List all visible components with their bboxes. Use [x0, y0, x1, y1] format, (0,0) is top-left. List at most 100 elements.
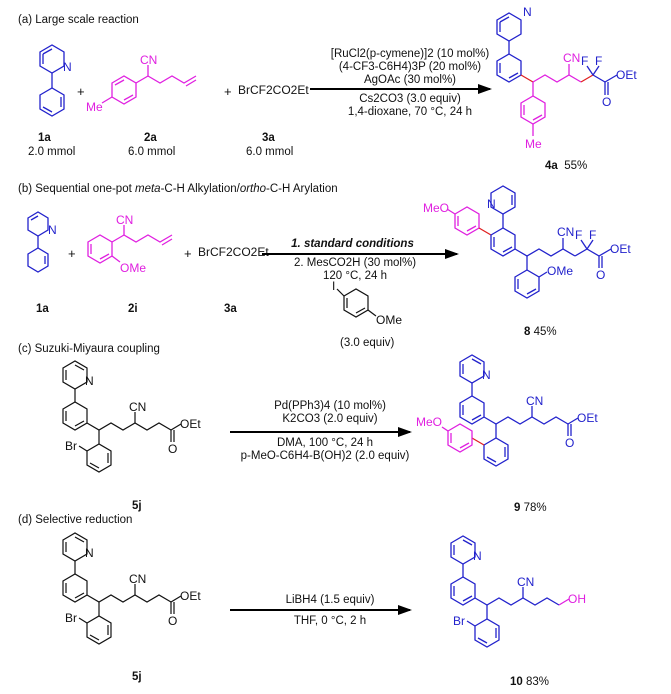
equiv-aryl-iodide: (3.0 equiv)	[340, 337, 395, 349]
n-atom: N	[482, 368, 491, 382]
n-atom: N	[85, 374, 94, 388]
reaction-arrow-c	[230, 427, 412, 437]
cn-group: CN	[517, 575, 534, 589]
compound-label-2a: 2a	[144, 132, 157, 144]
amount-2a: 6.0 mmol	[128, 146, 176, 158]
br-atom: Br	[65, 611, 77, 625]
compound-label-5j: 5j	[132, 671, 142, 683]
meo-group: MeO	[416, 415, 442, 429]
amount-3a: 6.0 mmol	[246, 146, 294, 158]
me-group: Me	[86, 100, 103, 114]
compound-label-2i: 2i	[128, 303, 138, 315]
product-yield: 78%	[523, 502, 547, 514]
product-4a: CN F F OEt O N Me	[496, 5, 637, 151]
product-label-9: 9 78%	[514, 502, 547, 514]
product-yield: 83%	[526, 676, 550, 688]
oxygen-atom: O	[596, 268, 605, 282]
molecule-1a: N	[27, 211, 57, 273]
oet-group: OEt	[180, 589, 201, 603]
aryl-iodide: I OMe	[332, 279, 402, 327]
n-atom: N	[487, 197, 496, 211]
product-label-4a: 4a 55%	[545, 160, 587, 172]
oet-group: OEt	[616, 68, 637, 82]
ome-group: OMe	[376, 313, 402, 327]
section-d-title: (d) Selective reduction	[18, 514, 133, 526]
condition-step2: 2. MesCO2H (30 mol%)	[293, 257, 417, 269]
product-id: 9	[514, 502, 521, 514]
condition-temp: 120 °C, 24 h	[322, 270, 388, 282]
fluorine-atom: F	[595, 54, 602, 68]
product-id: 10	[510, 676, 523, 688]
meo-group: MeO	[423, 201, 449, 215]
conditions-b-bottom: 2. MesCO2H (30 mol%) 120 °C, 24 h	[290, 257, 420, 283]
condition-catalyst: [RuCl2(p-cymene)]2 (10 mol%)	[330, 48, 490, 60]
product-label-8: 8 45%	[524, 326, 557, 338]
condition-solvent: 1,4-dioxane, 70 °C, 24 h	[347, 106, 473, 118]
conditions-a-bottom: Cs2CO3 (3.0 equiv) 1,4-dioxane, 70 °C, 2…	[315, 93, 505, 119]
molecule-2a: CN Me	[86, 53, 197, 114]
reaction-arrow-b	[262, 249, 459, 259]
cn-group: CN	[563, 51, 580, 65]
molecule-5j: N CN OEt O Br	[62, 360, 201, 473]
section-c-title: (c) Suzuki-Miyaura coupling	[18, 343, 160, 355]
me-group: Me	[525, 137, 542, 151]
cn-group: CN	[526, 394, 543, 408]
oxygen-atom: O	[168, 442, 177, 456]
conditions-c-bottom: DMA, 100 °C, 24 h p-MeO-C6H4-B(OH)2 (2.0…	[230, 437, 420, 463]
reaction-arrow-d	[230, 605, 412, 615]
product-9: N CN OEt O MeO	[416, 354, 598, 467]
oxygen-atom: O	[602, 95, 611, 109]
section-a-title: (a) Large scale reaction	[18, 14, 139, 26]
oxygen-atom: O	[168, 614, 177, 628]
compound-label-1a: 1a	[36, 303, 49, 315]
product-yield: 45%	[533, 326, 557, 338]
reagent-3a: BrCF2CO2Et	[198, 245, 269, 259]
cn-group: CN	[116, 213, 133, 227]
conditions-c-top: Pd(PPh3)4 (10 mol%) K2CO3 (2.0 equiv)	[240, 400, 420, 426]
fluorine-atom: F	[581, 54, 588, 68]
condition-base: K2CO3 (2.0 equiv)	[282, 413, 378, 425]
n-atom: N	[85, 546, 94, 560]
condition-solvent: DMA, 100 °C, 24 h	[276, 437, 373, 449]
condition-solvent: THF, 0 °C, 2 h	[293, 615, 367, 627]
molecule-2i: CN OMe	[87, 213, 173, 275]
product-id: 8	[524, 326, 531, 338]
plus-sign: +	[224, 84, 232, 99]
n-atom: N	[523, 5, 532, 19]
fluorine-atom: F	[575, 228, 582, 242]
br-atom: Br	[65, 439, 77, 453]
conditions-a-top: [RuCl2(p-cymene)]2 (10 mol%) (4-CF3-C6H4…	[315, 48, 505, 87]
condition-reductant: LiBH4 (1.5 equiv)	[285, 594, 375, 606]
oh-group: OH	[568, 592, 586, 606]
compound-label-1a: 1a	[38, 132, 51, 144]
oet-group: OEt	[180, 417, 201, 431]
oet-group: OEt	[577, 411, 598, 425]
reagent-3a: BrCF2CO2Et	[238, 83, 309, 97]
reaction-arrow-a	[310, 84, 492, 94]
product-yield: 55%	[564, 160, 588, 172]
oxygen-atom: O	[565, 436, 574, 450]
oet-group: OEt	[610, 242, 631, 256]
cn-group: CN	[129, 400, 146, 414]
plus-sign: +	[77, 84, 85, 99]
compound-label-5j: 5j	[132, 500, 142, 512]
n-atom: N	[48, 223, 57, 237]
molecule-1a: N	[39, 44, 72, 117]
plus-sign: +	[184, 246, 192, 261]
product-10: N CN OH Br	[450, 535, 586, 648]
condition-catalyst: Pd(PPh3)4 (10 mol%)	[274, 400, 386, 412]
plus-sign: +	[68, 246, 76, 261]
ome-group: OMe	[120, 261, 146, 275]
product-id: 4a	[545, 160, 558, 172]
cn-group: CN	[129, 572, 146, 586]
ome-group: OMe	[547, 264, 573, 278]
product-8: MeO N CN F F OEt O OMe	[423, 185, 631, 299]
section-b-title: (b) Sequential one-pot meta-C-H Alkylati…	[18, 183, 338, 195]
br-atom: Br	[453, 614, 465, 628]
condition-additive: AgOAc (30 mol%)	[363, 74, 457, 86]
molecule-5j: N CN OEt O Br	[62, 532, 201, 645]
cn-group: CN	[557, 225, 574, 239]
n-atom: N	[473, 549, 482, 563]
cn-group: CN	[140, 53, 157, 67]
compound-label-3a: 3a	[262, 132, 275, 144]
